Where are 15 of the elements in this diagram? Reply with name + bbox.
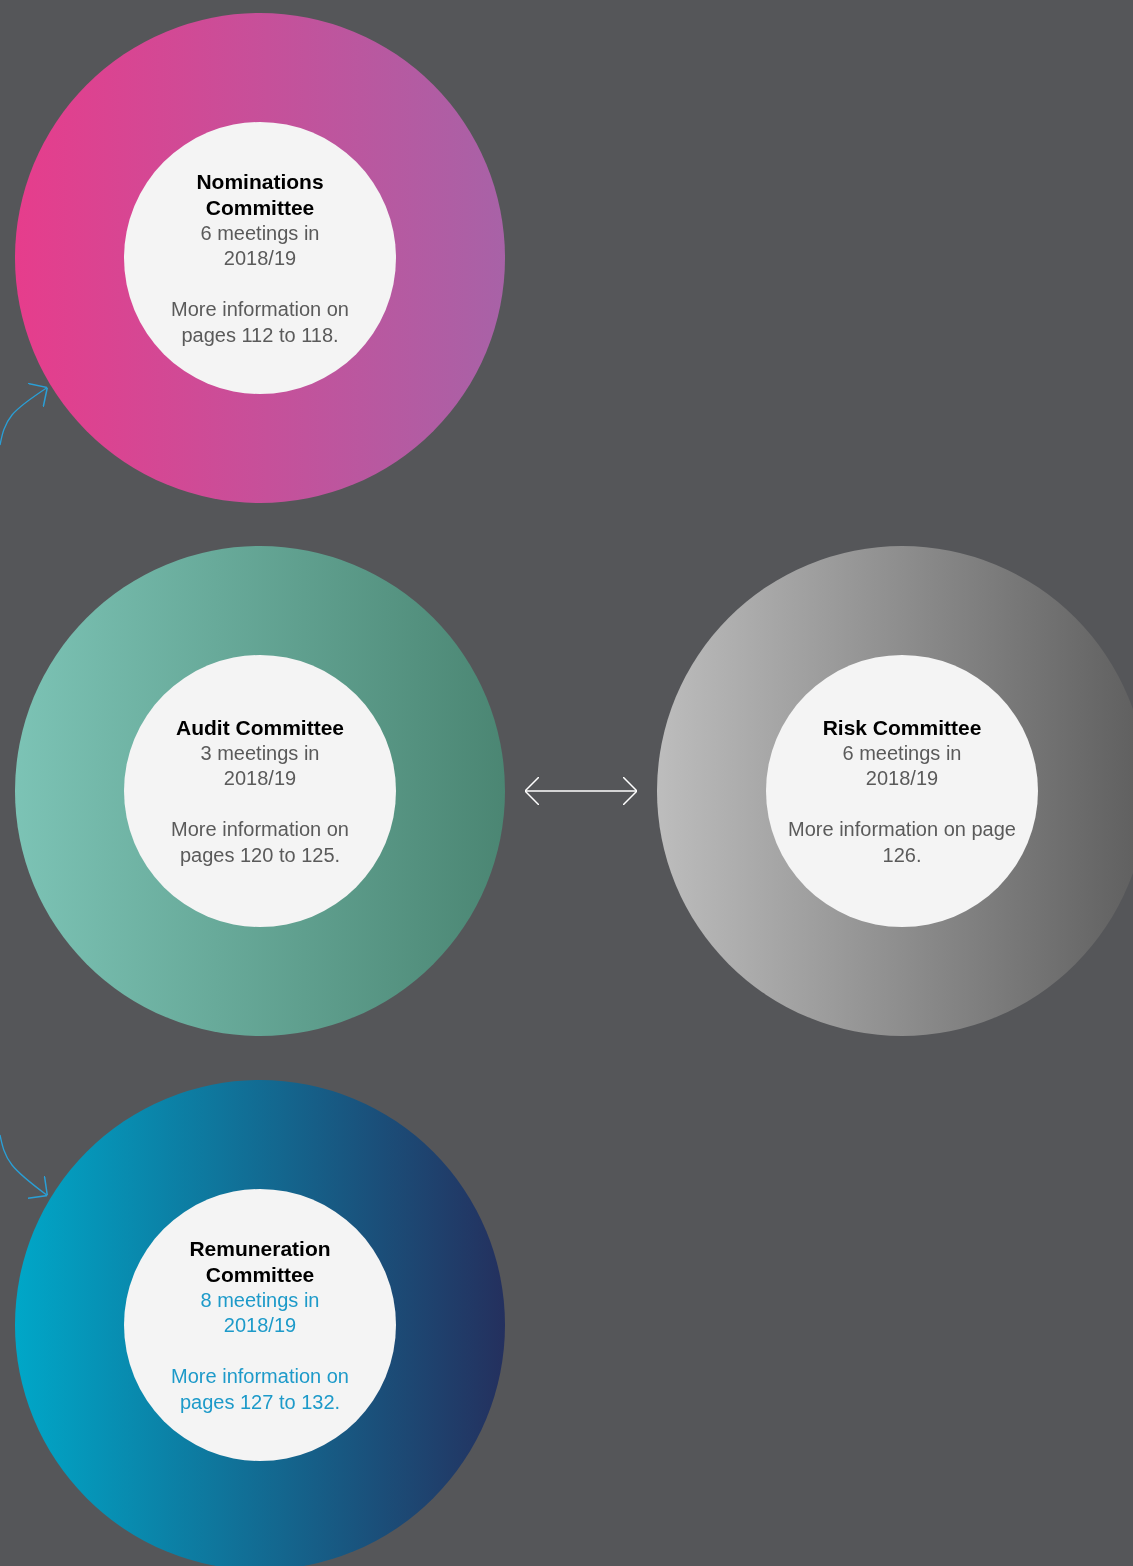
- page-reference: More information on pages 112 to 118.: [170, 296, 350, 348]
- page-reference: More information on pages 127 to 132.: [170, 1363, 350, 1415]
- meeting-count: 6 meetings in 2018/19: [841, 740, 963, 791]
- committee-name: Audit Committee: [175, 714, 345, 741]
- committee-name: Nominations Committee: [195, 168, 325, 221]
- meeting-count: 6 meetings in 2018/19: [199, 220, 321, 271]
- meeting-count: 8 meetings in 2018/19: [199, 1287, 321, 1338]
- page-reference: More information on pages 120 to 125.: [170, 816, 350, 868]
- arrow: [524, 776, 638, 806]
- arrow: [0, 382, 49, 446]
- page-reference: More information on page 126.: [787, 816, 1017, 868]
- meeting-count: 3 meetings in 2018/19: [199, 740, 321, 791]
- committee-name: Risk Committee: [821, 714, 983, 741]
- arrow: [0, 1134, 49, 1200]
- committee-name: Remuneration Committee: [188, 1235, 332, 1288]
